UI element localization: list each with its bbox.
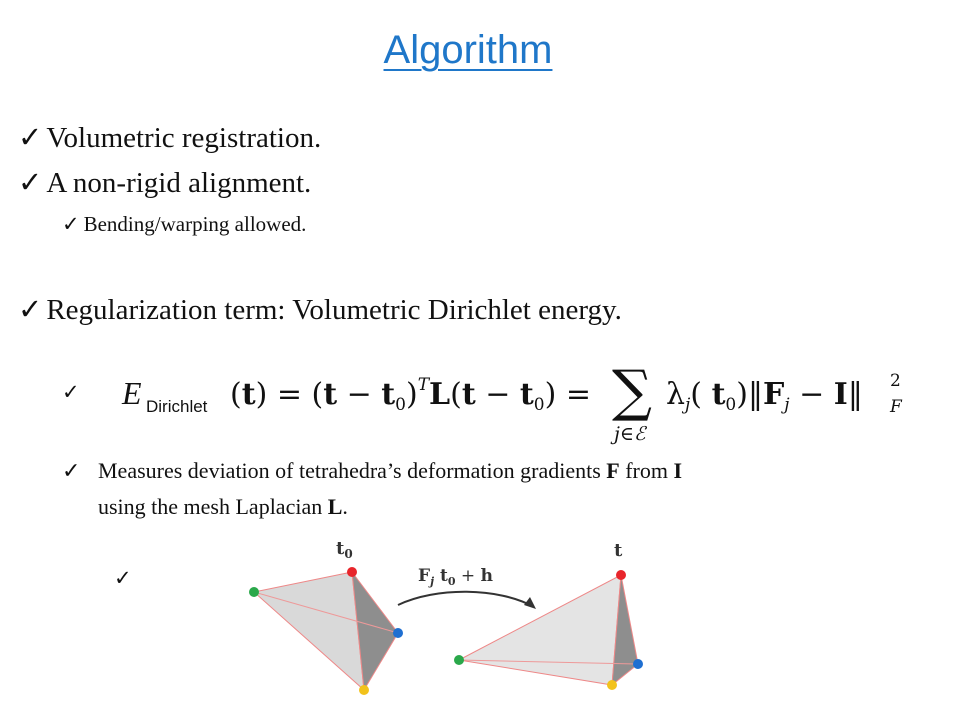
bullet-non-rigid-alignment: ✓A non-rigid alignment. (18, 165, 311, 200)
check-icon: ✓ (114, 566, 132, 590)
svg-text:F: F (889, 397, 903, 417)
red-vertex (616, 570, 626, 580)
svg-text:∑: ∑ (612, 362, 652, 424)
target-tetrahedron (454, 570, 643, 690)
check-icon: ✓ (18, 167, 43, 199)
check-icon: ✓ (18, 294, 43, 326)
yellow-vertex (607, 680, 617, 690)
bullet-text: Volumetric registration. (46, 122, 322, 154)
sub-bullet-bending-warping: ✓Bending/warping allowed. (62, 212, 306, 237)
check-icon: ✓ (62, 212, 80, 236)
slide-title: Algorithm (383, 28, 553, 72)
check-icon: ✓ (62, 380, 80, 404)
bullet-regularization-term: ✓Regularization term: Volumetric Dirichl… (18, 292, 622, 327)
svg-text:λj( t0)‖Fj − I‖: λj( t0)‖Fj − I‖ (666, 377, 863, 415)
formula-energy-symbol: E (121, 375, 142, 411)
yellow-vertex (359, 685, 369, 695)
description-line-1: Measures deviation of tetrahedra’s defor… (98, 458, 683, 483)
red-vertex (347, 567, 357, 577)
check-icon: ✓ (62, 458, 81, 483)
svg-text:2: 2 (890, 371, 901, 391)
formula-energy-subscript: Dirichlet (146, 397, 208, 416)
target-label: t (614, 540, 623, 561)
bullet-text: Bending/warping allowed. (83, 212, 307, 236)
bullet-text: Regularization term: Volumetric Dirichle… (46, 294, 622, 326)
description-line-2: using the mesh Laplacian L. (98, 494, 348, 519)
dirichlet-energy-formula: E Dirichlet (t) = (t − t0)TL(t − t0) = ∑… (121, 362, 903, 445)
source-tetrahedron (249, 567, 403, 695)
tetrahedron-deformation-diagram: t0 Fj t0 + h t (249, 538, 643, 695)
bullet-text: A non-rigid alignment. (46, 167, 312, 199)
blue-vertex (393, 628, 403, 638)
bullet-volumetric-registration: ✓Volumetric registration. (18, 120, 321, 155)
transform-arrow (397, 590, 535, 608)
svg-text:(t) = (t − t0)TL(t − t0) =: (t) = (t − t0)TL(t − t0) = (230, 375, 591, 415)
green-vertex (454, 655, 464, 665)
svg-text:j∈ℰ: j∈ℰ (610, 423, 648, 445)
source-label: t0 (336, 538, 353, 561)
check-icon: ✓ (18, 122, 43, 154)
blue-vertex (633, 659, 643, 669)
green-vertex (249, 587, 259, 597)
arrow-label: Fj t0 + h (418, 566, 493, 588)
